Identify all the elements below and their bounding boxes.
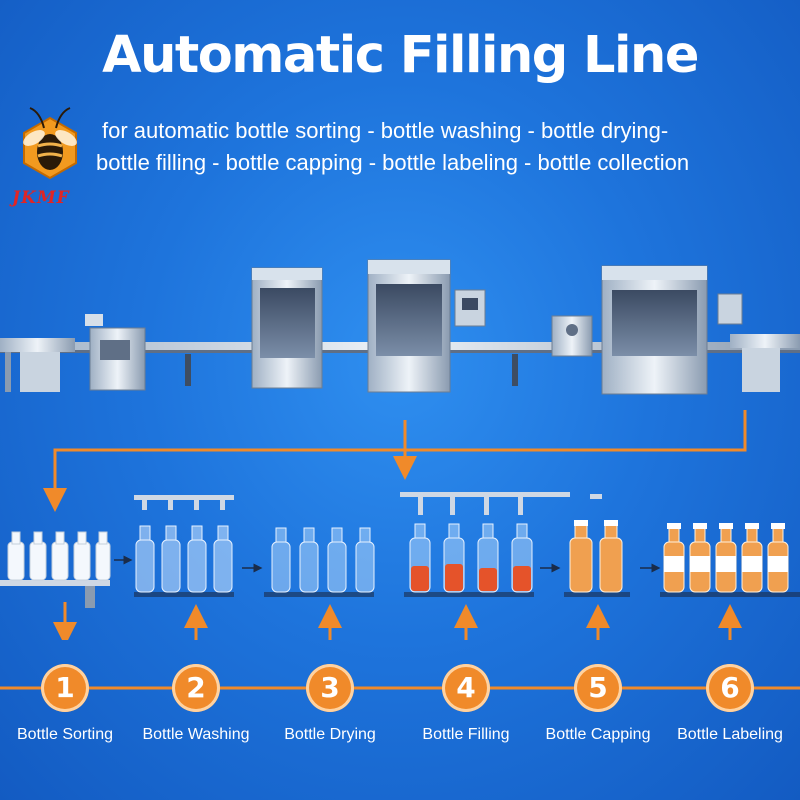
steps-row: 1 2 3 4 5 6 Bottle Sorting Bottle Washin… — [0, 640, 800, 800]
capping-bottles — [564, 520, 630, 597]
step-number-3: 3 — [306, 664, 354, 712]
washing-bottles — [134, 495, 234, 597]
capping-unit — [551, 315, 593, 357]
filling-machine-1 — [251, 267, 323, 389]
step-number-1: 1 — [41, 664, 89, 712]
bee-icon — [23, 107, 77, 180]
subtitle-line-2: bottle filling - bottle capping - bottle… — [96, 150, 690, 175]
sorting-bottles — [0, 531, 111, 608]
washer-unit — [85, 314, 146, 391]
step-number-4: 4 — [442, 664, 490, 712]
step-label-2: Bottle Washing — [142, 726, 250, 743]
collection-table — [730, 334, 800, 392]
step-label-6: Bottle Labeling — [677, 726, 783, 743]
step-number-2: 2 — [172, 664, 220, 712]
step-label-5: Bottle Capping — [545, 726, 651, 743]
step-label-4: Bottle Filling — [422, 726, 510, 743]
filling-bottles — [400, 492, 602, 597]
labeling-bottles — [660, 523, 800, 597]
step-label-1: Bottle Sorting — [16, 726, 114, 743]
labeling-machine — [601, 265, 743, 395]
drying-bottles — [264, 527, 375, 597]
process-flow-diagram — [0, 410, 800, 640]
logo-text: JKMF — [12, 188, 70, 208]
step-label-3: Bottle Drying — [284, 726, 376, 743]
steps-connector-line — [0, 686, 800, 690]
filling-machine-2 — [367, 259, 486, 393]
subtitle-line-1: for automatic bottle sorting - bottle wa… — [102, 118, 669, 143]
sorting-table — [0, 338, 75, 392]
page-title: Automatic Filling Line — [102, 26, 699, 85]
connector-arrow-main — [43, 410, 747, 512]
filling-line-machines — [0, 259, 800, 395]
step-number-6: 6 — [706, 664, 754, 712]
step-number-5: 5 — [574, 664, 622, 712]
